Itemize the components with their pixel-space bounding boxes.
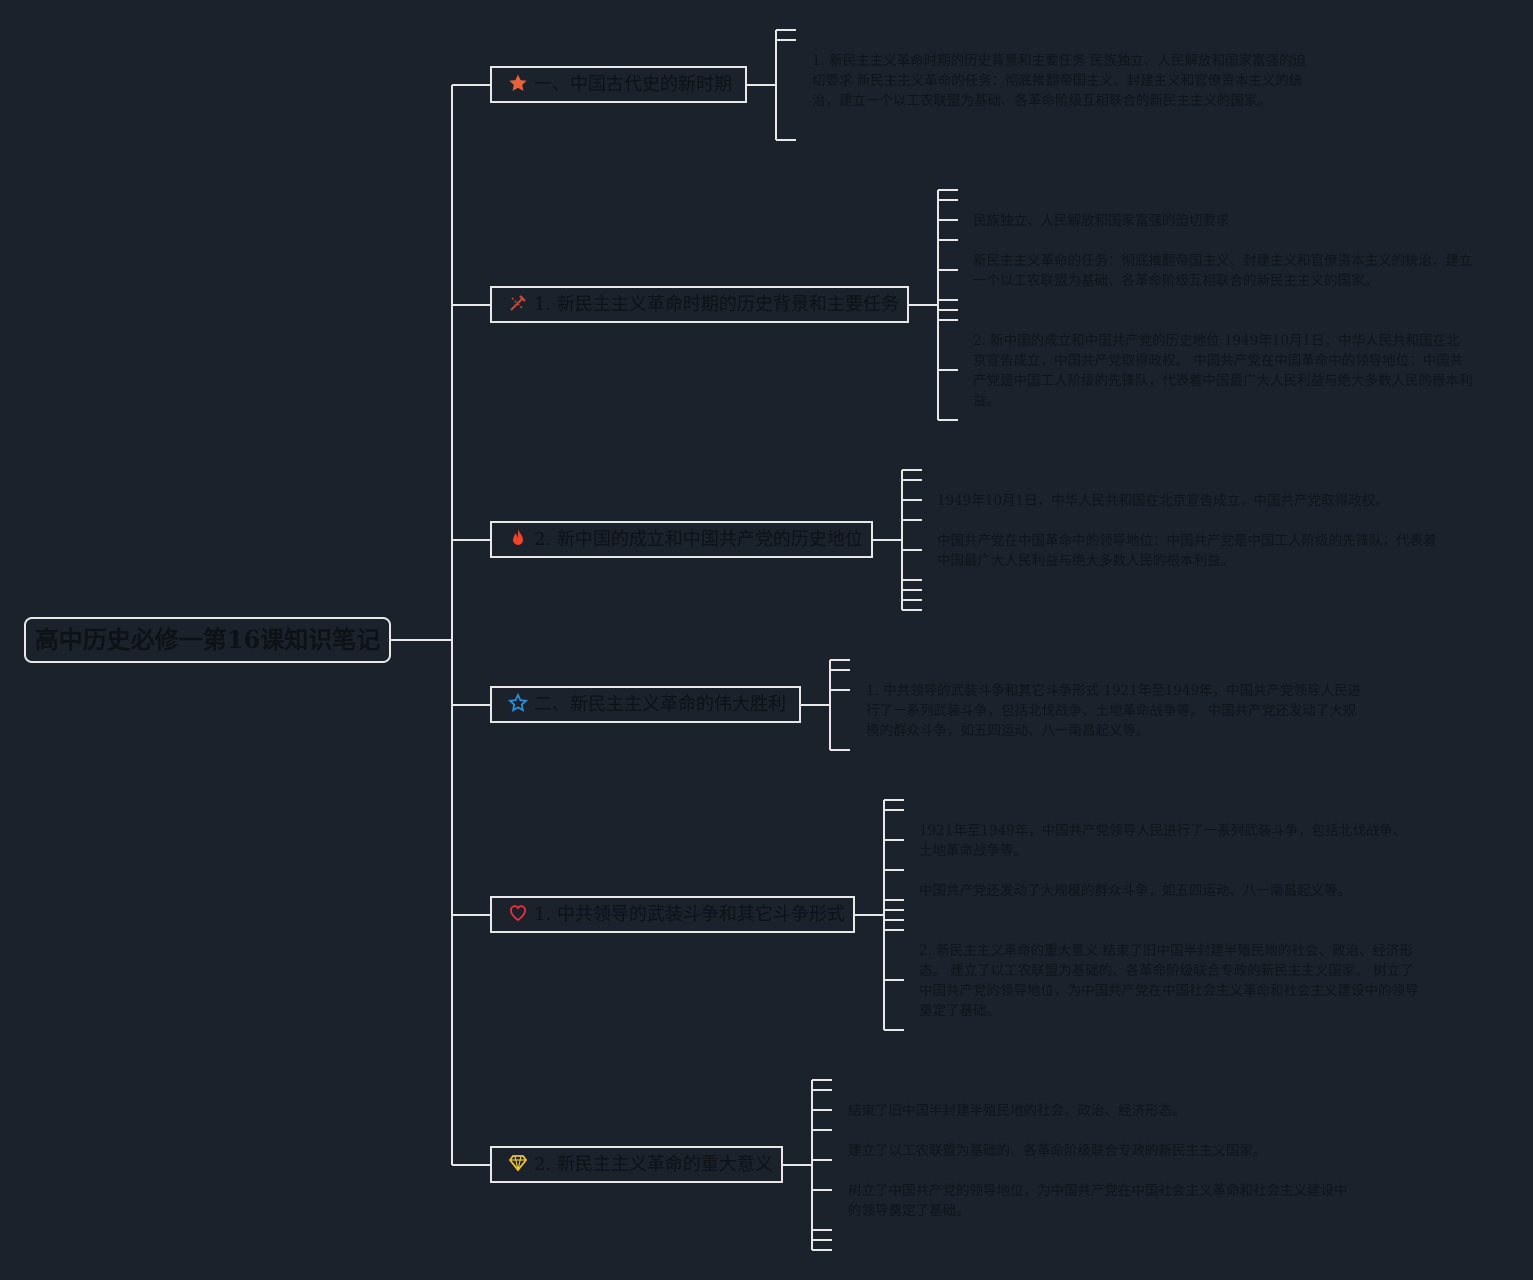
note-text: 新民主主义革命的任务：彻底推翻帝国主义、封建主义和官僚资本主义的统治，建立一个以…	[973, 253, 1473, 289]
note-text: 1921年至1949年，中国共产党领导人民进行了一系列武装斗争，包括北伐战争、土…	[919, 823, 1407, 859]
note-text: 树立了中国共产党的领导地位，为中国共产党在中国社会主义革命和社会主义建设中的领导…	[848, 1183, 1348, 1219]
heart-icon	[508, 903, 530, 923]
topic-armed-struggle[interactable]: 1. 中共领导的武装斗争和其它斗争形式	[490, 896, 855, 933]
topic-label: 二、新民主主义革命的伟大胜利	[534, 694, 786, 715]
note-text: 2. 新民主主义革命的重大意义 结束了旧中国半封建半殖民地的社会、政治、经济形态…	[919, 943, 1419, 1019]
topic-label: 2. 新中国的成立和中国共产党的历史地位	[534, 529, 863, 550]
note-text: 中国共产党在中国革命中的领导地位：中国共产党是中国工人阶级的先锋队，代表着中国最…	[937, 533, 1437, 569]
topic-label: 1. 中共领导的武装斗争和其它斗争形式	[534, 904, 845, 925]
note-text: 民族独立、人民解放和国家富强的迫切要求	[973, 213, 1230, 229]
topic-label: 1. 新民主主义革命时期的历史背景和主要任务	[534, 294, 899, 315]
tools-icon	[508, 293, 530, 313]
note-text: 1949年10月1日，中华人民共和国在北京宣告成立，中国共产党取得政权。	[937, 493, 1389, 509]
fire-icon	[508, 528, 530, 548]
topic-new-china-founding[interactable]: 2. 新中国的成立和中国共产党的历史地位	[490, 521, 873, 558]
topic-label: 2. 新民主主义革命的重大意义	[534, 1154, 773, 1175]
diamond-icon	[508, 1153, 530, 1173]
topic-significance[interactable]: 2. 新民主主义革命的重大意义	[490, 1146, 783, 1183]
root-topic[interactable]: 高中历史必修一第16课知识笔记	[24, 617, 391, 663]
note-text: 中国共产党还发动了大规模的群众斗争，如五四运动、八一南昌起义等。	[919, 883, 1351, 899]
topic-background-tasks[interactable]: 1. 新民主主义革命时期的历史背景和主要任务	[490, 286, 909, 323]
topic-ancient-new-period[interactable]: 一、中国古代史的新时期	[490, 66, 747, 103]
star-outline-icon	[508, 693, 530, 713]
note-text: 建立了以工农联盟为基础的、各革命阶级联合专政的新民主主义国家。	[848, 1143, 1267, 1159]
topic-label: 一、中国古代史的新时期	[534, 74, 732, 95]
note-text: 1. 新民主主义革命时期的历史背景和主要任务 民族独立、人民解放和国家富强的迫切…	[812, 53, 1306, 109]
star-filled-icon	[508, 73, 530, 93]
topic-great-victory[interactable]: 二、新民主主义革命的伟大胜利	[490, 686, 801, 723]
note-text: 结束了旧中国半封建半殖民地的社会、政治、经济形态。	[848, 1103, 1186, 1119]
note-text: 2. 新中国的成立和中国共产党的历史地位 1949年10月1日，中华人民共和国在…	[973, 333, 1473, 409]
note-text: 1. 中共领导的武装斗争和其它斗争形式 1921年至1949年，中国共产党领导人…	[866, 683, 1362, 739]
